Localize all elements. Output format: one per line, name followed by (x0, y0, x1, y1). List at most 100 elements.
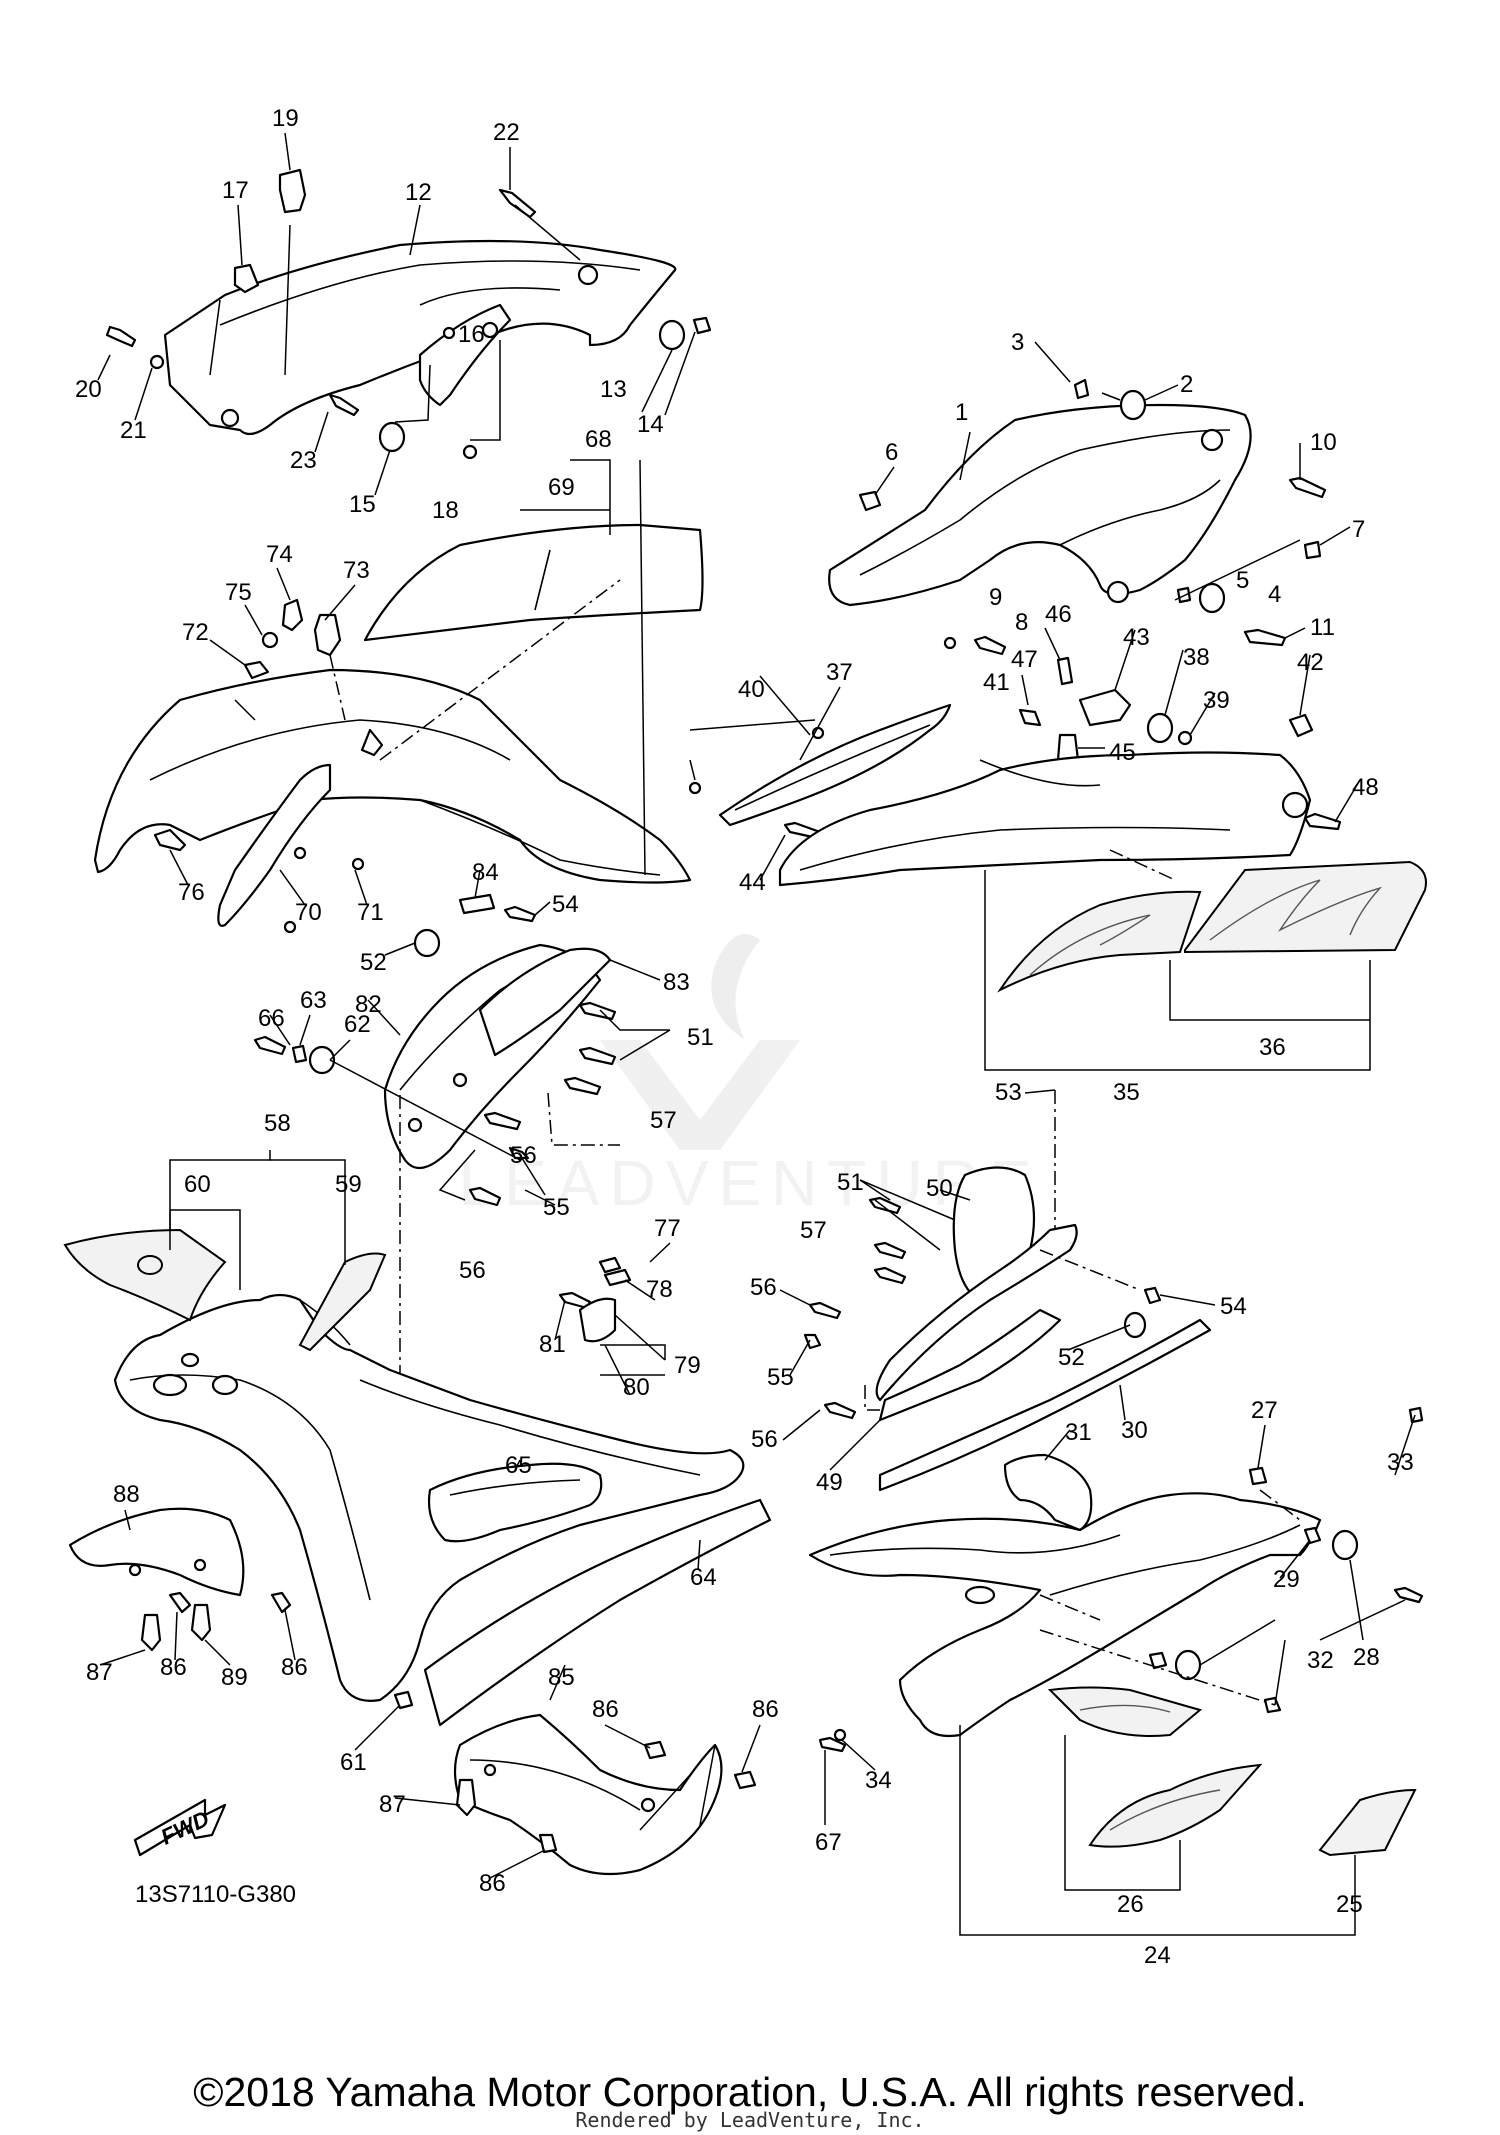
callout-56a: 56 (510, 1142, 537, 1169)
callout-86e: 86 (479, 1870, 506, 1897)
callout-55a: 55 (543, 1194, 570, 1221)
part-83-bracket (478, 947, 612, 1057)
callout-83: 83 (663, 969, 690, 996)
part-65-duct (427, 1462, 603, 1543)
part-19-clip (278, 168, 307, 214)
part-17-nut (233, 263, 260, 294)
callout-25: 25 (1336, 1891, 1363, 1918)
callout-3: 3 (1011, 329, 1024, 356)
callout-56c: 56 (750, 1274, 777, 1301)
callout-51b: 51 (837, 1169, 864, 1196)
callout-2: 2 (1180, 371, 1193, 398)
part-12-upper-panel (163, 239, 677, 436)
fwd-arrow-icon: FWD (133, 1798, 227, 1857)
callout-37: 37 (826, 659, 853, 686)
callout-8: 8 (1015, 609, 1028, 636)
part-68-side-cowling (93, 523, 704, 934)
callout-58: 58 (264, 1110, 291, 1137)
callout-32: 32 (1307, 1647, 1334, 1674)
callout-7: 7 (1352, 516, 1365, 543)
callout-20: 20 (75, 376, 102, 403)
part-60-decal (63, 1228, 227, 1322)
part-1-side-panel (828, 403, 1252, 607)
callout-54a: 54 (552, 891, 579, 918)
fasteners-part-85 (455, 1740, 757, 1854)
callout-15: 15 (349, 491, 376, 518)
part-85-undercover (453, 1713, 723, 1876)
part-59-decal (298, 1252, 387, 1352)
callout-57a: 57 (650, 1107, 677, 1134)
callout-46: 46 (1045, 601, 1072, 628)
callout-60: 60 (184, 1171, 211, 1198)
callout-55b: 55 (767, 1364, 794, 1391)
callout-77: 77 (654, 1215, 681, 1242)
callout-14: 14 (637, 411, 664, 438)
callout-12: 12 (405, 179, 432, 206)
callout-66: 66 (258, 1005, 285, 1032)
callout-39: 39 (1203, 687, 1230, 714)
callout-27: 27 (1251, 1397, 1278, 1424)
part-84-tag (458, 893, 496, 915)
callout-40: 40 (738, 676, 765, 703)
callout-41: 41 (983, 669, 1010, 696)
callout-33: 33 (1387, 1449, 1414, 1476)
part-30-trim (878, 1318, 1212, 1492)
callout-5: 5 (1236, 567, 1249, 594)
callout-36: 36 (1259, 1034, 1286, 1061)
callout-21: 21 (120, 417, 147, 444)
callout-44: 44 (739, 869, 766, 896)
callout-74: 74 (266, 541, 293, 568)
callout-1: 1 (955, 399, 968, 426)
callout-71: 71 (357, 899, 384, 926)
watermark-text: LEADVENTURE (459, 1147, 1042, 1219)
part-35-side-cowl (778, 751, 1312, 887)
callout-65: 65 (505, 1452, 532, 1479)
callout-43: 43 (1123, 624, 1150, 651)
callout-6: 6 (885, 439, 898, 466)
callout-89: 89 (221, 1664, 248, 1691)
callout-73: 73 (343, 557, 370, 584)
callout-80: 80 (623, 1374, 650, 1401)
diagram-code: 13S7110-G380 (135, 1881, 297, 1908)
callout-17: 17 (222, 177, 249, 204)
part-24-side-cowl (808, 1492, 1322, 1738)
part-43-clip (1078, 688, 1132, 727)
part-88-bracket (68, 1507, 245, 1597)
callout-49: 49 (816, 1469, 843, 1496)
callout-47: 47 (1011, 646, 1038, 673)
fasteners-lower-left (140, 1256, 632, 1710)
callout-64: 64 (690, 1564, 717, 1591)
callout-67: 67 (815, 1829, 842, 1856)
callout-53: 53 (995, 1079, 1022, 1106)
callout-24: 24 (1144, 1942, 1171, 1969)
callout-34: 34 (865, 1767, 892, 1794)
callout-48: 48 (1352, 774, 1379, 801)
callout-19: 19 (272, 105, 299, 132)
small-hardware-top-left (105, 188, 712, 460)
callout-79: 79 (674, 1352, 701, 1379)
part-31-spacer (1003, 1453, 1093, 1532)
callout-52a: 52 (360, 949, 387, 976)
callout-68: 68 (585, 426, 612, 453)
callout-87a: 87 (86, 1659, 113, 1686)
part-26-decal (1047, 1686, 1263, 1848)
leadventure-watermark: LEADVENTURE (459, 933, 1042, 1219)
callout-81: 81 (539, 1331, 566, 1358)
callout-45: 45 (1109, 739, 1136, 766)
callout-59: 59 (335, 1171, 362, 1198)
callout-70: 70 (295, 899, 322, 926)
callout-84: 84 (472, 859, 499, 886)
callout-50: 50 (926, 1175, 953, 1202)
callout-86d: 86 (752, 1696, 779, 1723)
callout-57b: 57 (800, 1217, 827, 1244)
callout-86a: 86 (160, 1654, 187, 1681)
callout-61: 61 (340, 1749, 367, 1776)
callout-63: 63 (300, 987, 327, 1014)
hardware-right-top (943, 378, 1327, 656)
callout-85: 85 (548, 1664, 575, 1691)
part-25-decal (1318, 1788, 1417, 1857)
callout-62: 62 (344, 1011, 371, 1038)
callout-69: 69 (548, 474, 575, 501)
callout-30: 30 (1121, 1417, 1148, 1444)
